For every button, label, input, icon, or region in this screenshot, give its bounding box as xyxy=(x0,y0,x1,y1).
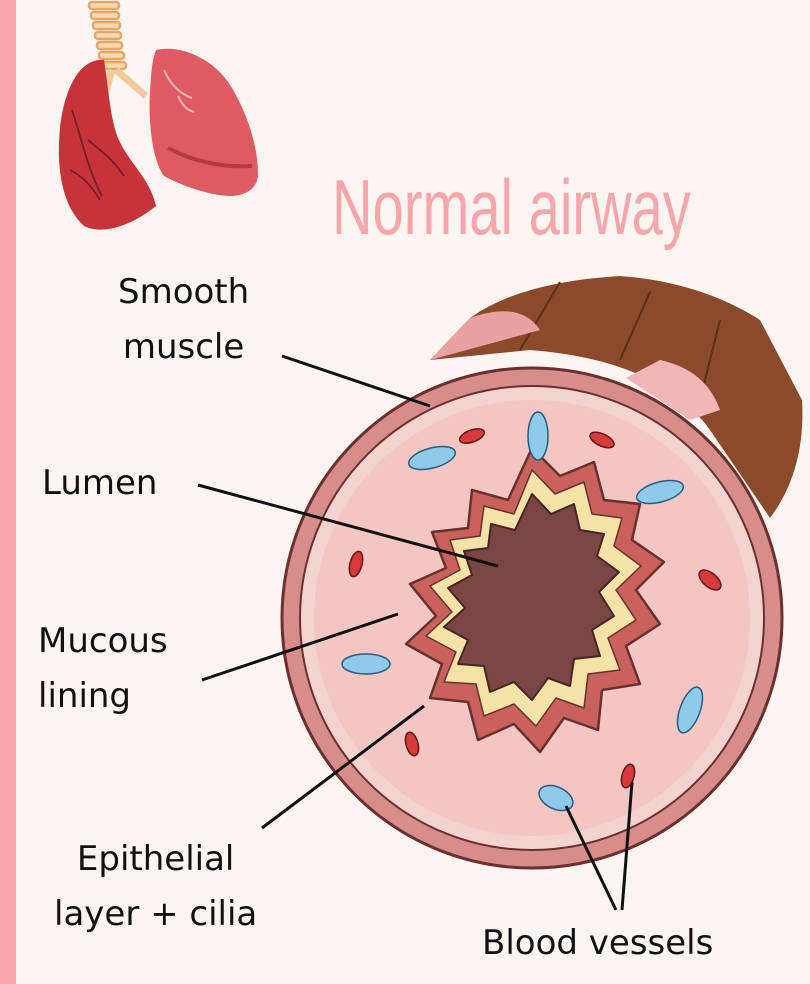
label-line: Epithelial xyxy=(54,832,257,887)
airway-cross-section xyxy=(282,276,802,868)
page-title: Normal airway xyxy=(332,168,691,246)
label-line: layer + cilia xyxy=(54,887,257,942)
label-line: Mucous xyxy=(38,614,168,669)
label-line: Smooth xyxy=(118,265,249,320)
label-line: lining xyxy=(38,669,168,724)
label-lumen: Lumen xyxy=(42,456,157,511)
lungs-icon xyxy=(59,2,258,230)
label-blood-vessels: Blood vessels xyxy=(482,916,713,971)
label-line: muscle xyxy=(118,320,249,375)
label-mucous-lining: Mucous lining xyxy=(38,614,168,724)
label-epithelial-layer: Epithelial layer + cilia xyxy=(54,832,257,942)
smooth-muscle-leader xyxy=(282,356,430,406)
label-smooth-muscle: Smooth muscle xyxy=(118,265,249,375)
